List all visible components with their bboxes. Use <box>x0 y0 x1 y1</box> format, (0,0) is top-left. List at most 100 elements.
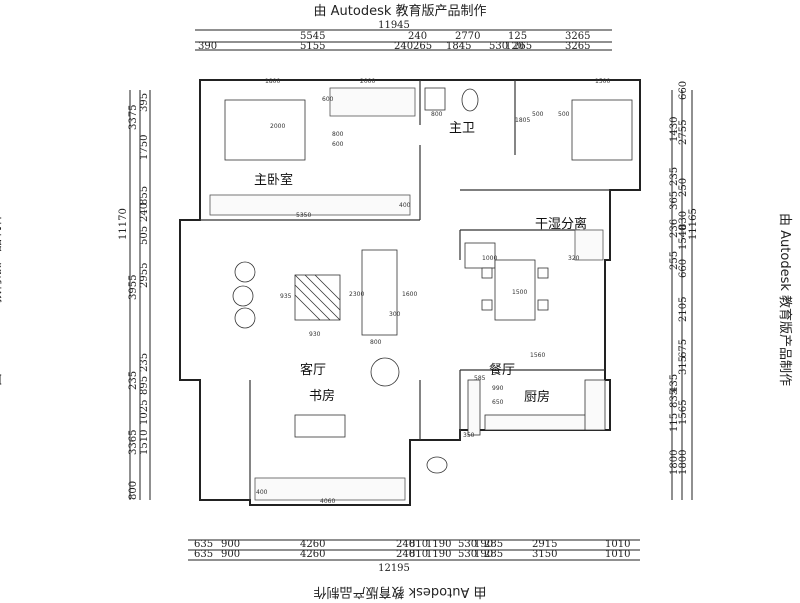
dim-kitchen-350: 350 <box>463 432 475 439</box>
right-dim-1-2: 2755 <box>678 120 689 145</box>
top-dim-2-7: 120 <box>505 41 524 52</box>
dim-bath-sink: 800 <box>431 111 443 118</box>
dim-bed1: 1800 <box>265 78 280 85</box>
bottom-dim-1-7: 530 <box>458 539 477 550</box>
dim-bath-500: 500 <box>532 111 544 118</box>
bottom-dim-1-9: 285 <box>484 539 503 550</box>
bottom-dim-1-6: 1190 <box>426 539 451 550</box>
top-dim-3: 2770 <box>455 31 480 42</box>
right-dim-2-7: 835 <box>669 389 680 408</box>
left-dim-2-3: 855 <box>139 186 150 205</box>
toilet <box>461 88 479 112</box>
dim-shelf-800: 800 <box>332 131 344 138</box>
right-dim-1-5: 1540 <box>678 225 689 250</box>
dim-sofa-800: 800 <box>370 339 382 346</box>
bath-sink <box>424 87 446 111</box>
left-dim-1-2: 3955 <box>128 275 139 300</box>
bottom-dim-1-2: 900 <box>221 539 240 550</box>
top-dim-2-1: 390 <box>198 41 217 52</box>
bottom-dim-2-2: 900 <box>221 549 240 560</box>
right-dim-1-3: 250 <box>678 178 689 197</box>
dim-window-400: 400 <box>399 202 411 209</box>
left-dim-1-1: 3375 <box>128 105 139 130</box>
room-label-dry-wet: 干湿分离 <box>535 216 587 232</box>
wash-basin <box>464 242 496 269</box>
left-dim-2-8: 895 <box>139 376 150 395</box>
right-dim-1-7: 2105 <box>678 297 689 322</box>
right-dim-2-8: 115 <box>669 413 680 432</box>
left-dim-2-10: 1510 <box>139 430 150 455</box>
bottom-dim-2-6: 1190 <box>426 549 451 560</box>
room-label-master-bedroom: 主卧室 <box>254 172 293 188</box>
left-dim-2-9: 1025 <box>139 400 150 425</box>
right-dim-2-1: 1430 <box>669 117 680 142</box>
bottom-dim-2-5: 810 <box>409 549 428 560</box>
dim-study-400: 400 <box>256 489 268 496</box>
study-desk <box>294 414 346 438</box>
dim-rug-930: 930 <box>309 331 321 338</box>
dim-dining-1560: 1560 <box>530 352 545 359</box>
left-dim-2-4: 240 <box>139 203 150 222</box>
right-dim-2-5: 255 <box>669 251 680 270</box>
dim-dining-1500: 1500 <box>512 289 527 296</box>
study-furniture <box>294 357 400 438</box>
top-total-dim: 11945 <box>378 20 410 31</box>
right-dim-2-6: 435 <box>669 374 680 393</box>
top-dim-2-9: 3265 <box>565 41 590 52</box>
armchair-2 <box>232 285 254 307</box>
top-dim-2-5: 1845 <box>446 41 471 52</box>
right-dim-1-4: 830 <box>678 211 689 230</box>
bottom-dim-1-10: 2915 <box>532 539 557 550</box>
right-dim-1-8: 675 <box>678 339 689 358</box>
master-bed <box>224 99 306 161</box>
left-dim-2-5: 505 <box>139 226 150 245</box>
room-label-kitchen: 厨房 <box>524 389 550 405</box>
bottom-dim-1-4: 240 <box>396 539 415 550</box>
bottom-dim-1-1: 635 <box>194 539 213 550</box>
right-dim-1-6: 660 <box>678 259 689 278</box>
bottom-dim-2-11: 1010 <box>605 549 630 560</box>
left-dim-total: 11170 <box>118 208 129 240</box>
room-label-living: 客厅 <box>300 362 326 378</box>
left-dimensions: 11170 3375 3955 235 3365 800 395 1750 85… <box>118 93 150 500</box>
top-dim-2: 240 <box>408 31 427 42</box>
interior-walls <box>200 80 610 500</box>
dim-bath-1805: 1805 <box>515 117 530 124</box>
dim-sofa-300: 300 <box>389 311 401 318</box>
top-dim-1: 5545 <box>300 31 325 42</box>
bottom-dim-2-9: 285 <box>484 549 503 560</box>
top-dim-2-8: 265 <box>513 41 532 52</box>
bottom-dim-2-1: 635 <box>194 549 213 560</box>
top-watermark: 由 Autodesk 教育版产品制作 <box>313 4 487 19</box>
dim-wardrobe1: 2000 <box>360 78 375 85</box>
top-dim-5: 3265 <box>565 31 590 42</box>
wardrobes <box>209 87 604 501</box>
sofa <box>361 249 398 336</box>
left-dim-1-4: 3365 <box>128 430 139 455</box>
dim-kitchen-650: 650 <box>492 399 504 406</box>
dim-sofa-1600: 1600 <box>402 291 417 298</box>
left-dim-2-7: 235 <box>139 353 150 372</box>
plant <box>370 357 400 387</box>
dim-bath-600: 600 <box>322 96 334 103</box>
balcony-fixture <box>426 456 448 474</box>
dim-kitchen-585: 585 <box>474 375 486 382</box>
top-dim-2-2: 5155 <box>300 41 325 52</box>
right-dim-total: 11165 <box>688 208 699 240</box>
bottom-dim-2-7: 530 <box>458 549 477 560</box>
room-label-master-bath: 主卫 <box>449 121 475 136</box>
beds <box>224 99 633 161</box>
left-dim-1-3: 235 <box>128 371 139 390</box>
top-dim-2-3: 240 <box>394 41 413 52</box>
second-bed <box>571 99 633 161</box>
bottom-dim-1-11: 1010 <box>605 539 630 550</box>
room-label-study: 书房 <box>309 388 335 404</box>
dining-table <box>481 259 549 321</box>
bottom-dim-1-8: 190 <box>474 539 493 550</box>
bottom-dim-2-4: 240 <box>396 549 415 560</box>
kitchen-counters <box>467 379 606 436</box>
top-dim-4: 125 <box>508 31 527 42</box>
living-furniture <box>232 249 398 336</box>
top-dim-2-4: 265 <box>413 41 432 52</box>
